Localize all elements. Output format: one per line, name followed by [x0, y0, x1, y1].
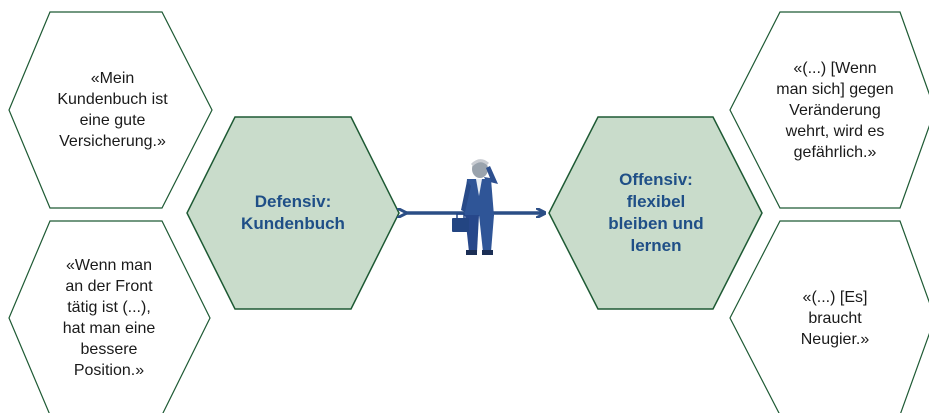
quote-hex-bottom-right	[729, 220, 929, 413]
center-hex-defensive	[186, 116, 400, 310]
quote-top-right: «(...) [Wenn man sich] gegen Veränderung…	[776, 59, 894, 161]
quote-hex-top-right	[729, 11, 929, 209]
quote-hex-top-left	[8, 11, 213, 209]
center-label-defensive: Defensiv: Kundenbuch	[241, 192, 345, 233]
businessman-with-briefcase-icon	[452, 159, 498, 255]
quote-bottom-left: «Wenn man an der Front tätig ist (...), …	[62, 257, 156, 379]
center-hex-offensive	[548, 116, 763, 310]
quote-bottom-right: «(...) [Es] braucht Neugier.»	[800, 288, 870, 348]
quote-hex-bottom-left	[8, 220, 211, 413]
quote-top-left: «Mein Kundenbuch ist eine gute Versicher…	[57, 70, 168, 150]
center-label-offensive: Offensiv: flexibel bleiben und lernen	[608, 170, 704, 255]
